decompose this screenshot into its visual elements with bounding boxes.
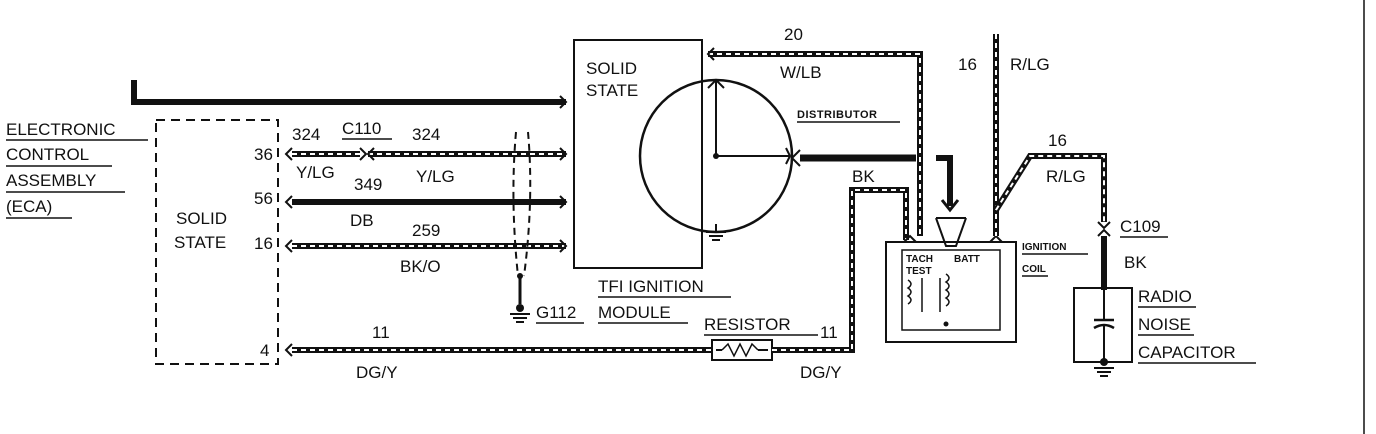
tfi-inner-line2: STATE	[586, 81, 638, 100]
capacitor-ground-icon	[1094, 358, 1114, 377]
eca-pin-56: 56	[254, 189, 273, 208]
wire-324b-number: 324	[412, 125, 440, 144]
eca-inner-line1: SOLID	[176, 209, 227, 228]
eca-pin-4: 4	[260, 341, 269, 360]
wire-324b-color: Y/LG	[416, 167, 455, 186]
eca-title-line1: ELECTRONIC	[6, 120, 116, 139]
coil-batt: BATT	[954, 254, 980, 265]
capacitor-label-line2: NOISE	[1138, 315, 1191, 334]
wire-16a-color: R/LG	[1010, 55, 1050, 74]
connector-c110: C110	[342, 119, 381, 138]
capacitor-icon	[1093, 290, 1115, 362]
ignition-coil-box	[885, 241, 1017, 343]
wire-16a-number: 16	[958, 55, 977, 74]
wire-259-number: 259	[412, 221, 440, 240]
eca-box	[155, 119, 279, 365]
eca-title: ELECTRONIC CONTROL ASSEMBLY (ECA)	[6, 120, 148, 219]
wire-20-color: W/LB	[780, 63, 822, 82]
connector-c109: C109	[1120, 217, 1161, 236]
eca-title-line2: CONTROL	[6, 145, 89, 164]
tfi-title-line2: MODULE	[598, 303, 671, 322]
wire-259-color: BK/O	[400, 257, 441, 276]
wire-20-number: 20	[784, 25, 803, 44]
wire-bk-top: BK	[852, 167, 875, 186]
eca-title-line4: (ECA)	[6, 197, 52, 216]
tfi-inner-line1: SOLID	[586, 59, 637, 78]
eca-pin-16: 16	[254, 234, 273, 253]
g112-ground-icon	[510, 304, 530, 323]
capacitor-label-line3: CAPACITOR	[1138, 343, 1236, 362]
wire-bk-capacitor: BK	[1124, 253, 1147, 272]
coil-tach: TACH	[906, 254, 933, 265]
wire-16b-number: 16	[1048, 131, 1067, 150]
capacitor-label-line1: RADIO	[1138, 287, 1192, 306]
resistor-icon	[711, 339, 773, 361]
eca-title-line3: ASSEMBLY	[6, 171, 96, 190]
tfi-module-box	[573, 39, 703, 269]
coil-test: TEST	[906, 266, 932, 277]
wire-16b-color: R/LG	[1046, 167, 1086, 186]
wire-11a-color: DG/Y	[356, 363, 398, 382]
eca-inner-line2: STATE	[174, 233, 226, 252]
coil-label-line1: IGNITION	[1022, 242, 1066, 253]
wire-324a-number: 324	[292, 125, 320, 144]
distributor-label: DISTRIBUTOR	[797, 109, 877, 121]
eca-pin-36: 36	[254, 145, 273, 164]
wire-11b-number: 11	[820, 323, 838, 342]
distributor-ground-icon	[706, 224, 726, 241]
resistor-label: RESISTOR	[704, 315, 791, 334]
wire-349-color: DB	[350, 211, 374, 230]
wire-349-number: 349	[354, 175, 382, 194]
coil-label-line2: COIL	[1022, 264, 1046, 275]
wire-11b-color: DG/Y	[800, 363, 842, 382]
ground-g112: G112	[536, 303, 576, 322]
wire-324a-color: Y/LG	[296, 163, 335, 182]
wire-11a-number: 11	[372, 323, 390, 342]
tfi-title-line1: TFI IGNITION	[598, 277, 704, 296]
